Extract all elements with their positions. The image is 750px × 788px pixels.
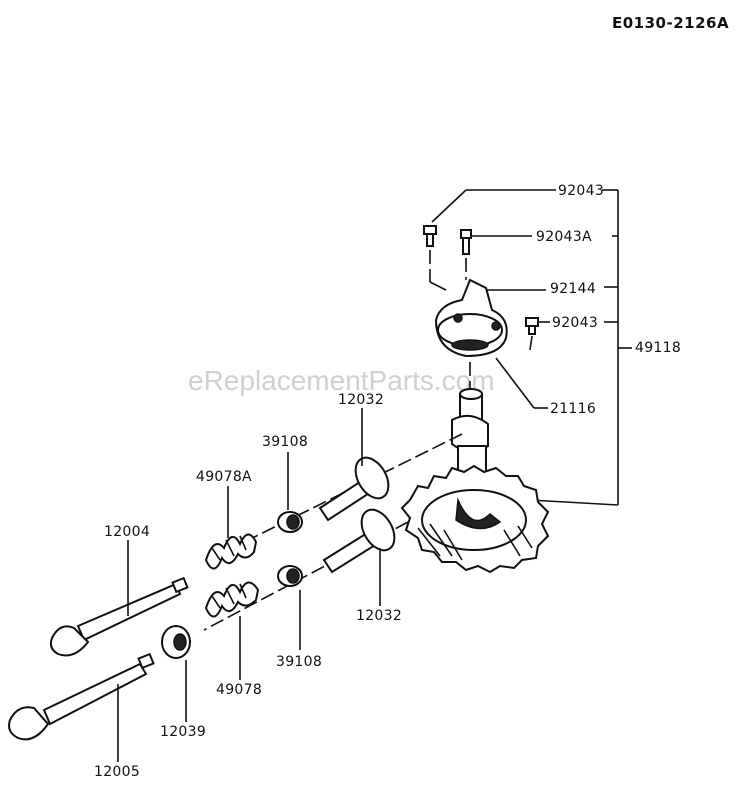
dash-line (529, 335, 533, 351)
governor-plate-21116 (434, 278, 508, 358)
spring-49078 (204, 581, 260, 618)
label-12039: 12039 (160, 724, 206, 740)
watermark: eReplacementParts.com (188, 365, 495, 396)
bolt-92043a (460, 229, 472, 255)
bolt-92043-top (423, 225, 437, 247)
retainer-39108-top (277, 511, 303, 533)
spring-49078a (204, 533, 258, 570)
label-92043a: 92043A (536, 229, 592, 245)
bolt-92043-mid (525, 317, 539, 335)
label-12032-bottom: 12032 (356, 608, 402, 624)
label-92144: 92144 (550, 281, 596, 297)
label-39108-top: 39108 (262, 434, 308, 450)
label-49078: 49078 (216, 682, 262, 698)
leader-lines-lower (117, 408, 381, 762)
retainer-12039 (161, 625, 191, 659)
camshaft-gear-49118 (400, 362, 550, 574)
label-21116: 21116 (550, 401, 596, 417)
label-49078a: 49078A (196, 469, 252, 485)
bracket-lines (529, 189, 632, 506)
label-39108-bottom: 39108 (276, 654, 322, 670)
retainer-39108-bottom (277, 565, 303, 587)
label-12032-top: 12032 (338, 392, 384, 408)
valve-12004 (49, 576, 189, 657)
diagram-code: E0130-2126A (612, 14, 729, 32)
label-92043-mid: 92043 (552, 315, 598, 331)
label-12005: 12005 (94, 764, 140, 780)
label-49118: 49118 (635, 340, 681, 356)
label-92043-top: 92043 (558, 183, 604, 199)
tappet-12032-bottom (322, 508, 396, 574)
valve-12005 (8, 652, 155, 741)
label-12004: 12004 (104, 524, 150, 540)
leader-lines (431, 189, 556, 409)
tappet-12032-top (318, 456, 390, 522)
dash-line (429, 281, 447, 291)
